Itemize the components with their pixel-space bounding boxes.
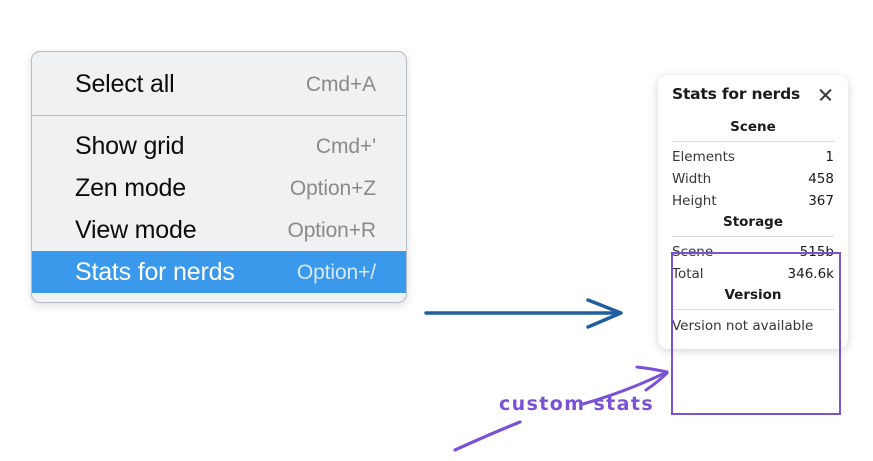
- menu-item-label: Stats for nerds: [75, 257, 235, 286]
- menu-item-shortcut: Option+R: [287, 218, 376, 242]
- stat-row: Height 367: [672, 190, 834, 212]
- menu-item-shortcut: Option+Z: [289, 176, 376, 200]
- menu-item-zen-mode[interactable]: Zen mode Option+Z: [32, 167, 406, 209]
- section-heading-storage: Storage: [722, 214, 784, 230]
- stat-label: Scene: [672, 244, 714, 260]
- stat-row: Total 346.6k: [672, 263, 834, 285]
- section-divider: [672, 309, 834, 310]
- menu-section-2: Show grid Cmd+' Zen mode Option+Z View m…: [32, 116, 406, 302]
- menu-item-shortcut: Cmd+A: [305, 72, 376, 96]
- menu-divider: [32, 115, 406, 116]
- section-heading-scene: Scene: [730, 119, 776, 135]
- menu-item-label: Show grid: [75, 131, 185, 160]
- stats-section-version: Version Version not available: [672, 285, 834, 335]
- stat-value: 367: [808, 193, 834, 209]
- menu-section-1: Select all Cmd+A: [32, 52, 406, 115]
- close-icon[interactable]: [817, 86, 834, 103]
- purple-underline-stroke: [453, 420, 522, 452]
- stat-row: Width 458: [672, 168, 834, 190]
- annotation-label-custom-stats: custom stats: [499, 393, 655, 415]
- version-note: Version not available: [672, 318, 814, 334]
- stat-row: Scene 515b: [672, 241, 834, 263]
- blue-arrow: [424, 298, 623, 329]
- menu-item-view-mode[interactable]: View mode Option+R: [32, 209, 406, 251]
- menu-item-shortcut: Option+/: [296, 260, 376, 284]
- stats-section-scene: Scene Elements 1 Width 458 Height 367: [672, 117, 834, 212]
- stat-label: Height: [672, 193, 717, 209]
- section-divider: [672, 236, 834, 237]
- stats-panel-header: Stats for nerds: [672, 85, 834, 103]
- menu-item-label: Zen mode: [75, 173, 186, 202]
- menu-item-stats-for-nerds[interactable]: Stats for nerds Option+/: [32, 251, 406, 293]
- section-heading-version: Version: [724, 287, 782, 303]
- menu-item-show-grid[interactable]: Show grid Cmd+': [32, 125, 406, 167]
- stat-row: Elements 1: [672, 146, 834, 168]
- stat-label: Width: [672, 171, 712, 187]
- stat-value: 515b: [799, 244, 834, 260]
- stat-label: Total: [672, 266, 704, 282]
- menu-item-select-all[interactable]: Select all Cmd+A: [32, 63, 406, 105]
- stats-for-nerds-panel: Stats for nerds Scene Elements 1 Width 4…: [658, 75, 848, 349]
- menu-item-shortcut: Cmd+': [315, 134, 376, 158]
- context-menu[interactable]: Select all Cmd+A Show grid Cmd+' Zen mod…: [31, 51, 407, 303]
- stats-section-storage: Storage Scene 515b Total 346.6k: [672, 212, 834, 285]
- stat-value: 458: [808, 171, 834, 187]
- menu-item-label: View mode: [75, 215, 197, 244]
- stat-value: 346.6k: [787, 266, 834, 282]
- section-divider: [672, 141, 834, 142]
- menu-item-label: Select all: [75, 69, 175, 98]
- stats-panel-title: Stats for nerds: [672, 85, 801, 103]
- stat-value: 1: [825, 149, 834, 165]
- stat-label: Elements: [672, 149, 735, 165]
